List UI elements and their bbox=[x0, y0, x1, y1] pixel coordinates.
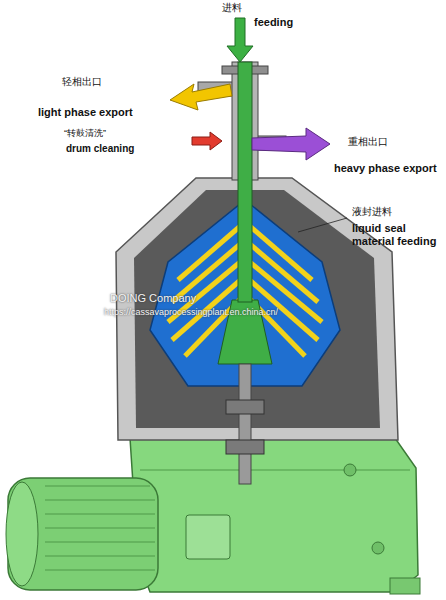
chinese-label-holder: 轻相出口 bbox=[62, 76, 102, 88]
feed-pipe bbox=[238, 62, 252, 302]
chinese-label-holder: 重相出口 bbox=[348, 136, 388, 148]
chinese-label: 重相出口 bbox=[348, 136, 388, 148]
gauge bbox=[344, 464, 356, 476]
callout-label-holder: liquid seal material feeding bbox=[352, 222, 442, 247]
callout-label-holder: feeding bbox=[254, 16, 293, 29]
leader-line bbox=[298, 218, 347, 232]
watermark-holder: DOING Company bbox=[110, 292, 196, 305]
foot bbox=[390, 578, 420, 594]
callout-label: drum cleaning bbox=[66, 143, 134, 155]
chinese-label-holder: 液封进料 bbox=[352, 206, 392, 218]
light-phase-arrow bbox=[170, 84, 232, 110]
base-body bbox=[130, 438, 418, 592]
bearing bbox=[226, 440, 264, 454]
base-seam bbox=[140, 470, 410, 471]
chinese-label: 进料 bbox=[222, 2, 242, 14]
drum-cleaning-arrow bbox=[192, 132, 222, 150]
chinese-label: 液封进料 bbox=[352, 206, 392, 218]
callout-label: heavy phase export bbox=[334, 162, 437, 175]
junction-box bbox=[186, 515, 230, 559]
callout-label: feeding bbox=[254, 16, 293, 29]
callout-label: liquid seal material feeding bbox=[352, 222, 442, 247]
spindle bbox=[239, 364, 251, 484]
heavy-phase-arrow bbox=[252, 128, 330, 160]
gauge bbox=[372, 542, 384, 554]
watermark-holder: https://cassavaprocessingplant.en.china.… bbox=[104, 307, 278, 317]
chinese-label: “转鼓清洗” bbox=[64, 128, 106, 138]
feed-arrow bbox=[227, 18, 253, 62]
watermark: https://cassavaprocessingplant.en.china.… bbox=[104, 307, 278, 317]
motor-cap bbox=[6, 482, 38, 586]
bearing bbox=[226, 400, 264, 414]
callout-label-holder: drum cleaning bbox=[66, 143, 134, 155]
watermark: DOING Company bbox=[110, 292, 196, 305]
callout-label: light phase export bbox=[38, 106, 133, 119]
motor-ribs bbox=[45, 486, 155, 570]
callout-label-holder: light phase export bbox=[38, 106, 133, 119]
chinese-label-holder: “转鼓清洗” bbox=[64, 128, 106, 138]
chinese-label: 轻相出口 bbox=[62, 76, 102, 88]
chinese-label-holder: 进料 bbox=[222, 2, 242, 14]
callout-label-holder: heavy phase export bbox=[334, 162, 437, 175]
